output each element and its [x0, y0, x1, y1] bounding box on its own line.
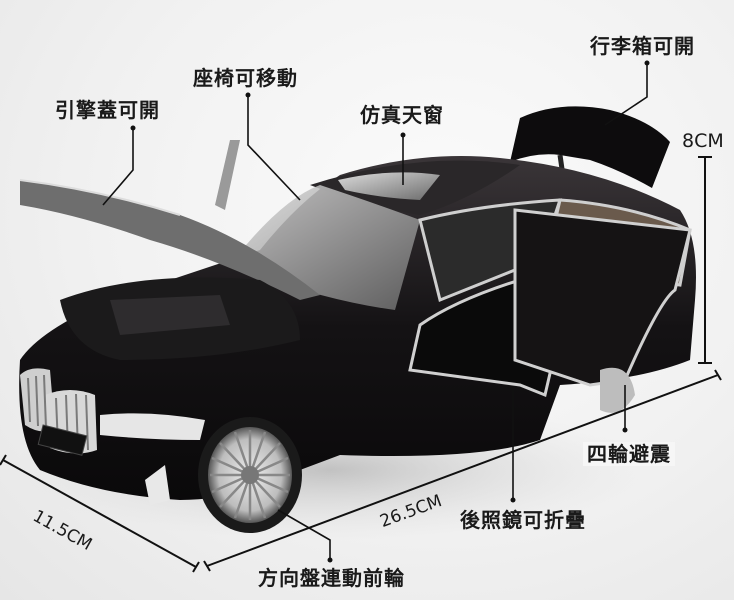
headlight	[100, 413, 205, 440]
sunroof	[338, 172, 440, 200]
dimension-lines	[0, 156, 722, 573]
dimension-height: 8CM	[682, 130, 724, 152]
callout-folding-mirrors: 後照鏡可折疊	[460, 508, 586, 532]
callout-trunk-opens: 行李箱可開	[590, 34, 695, 58]
trunk-lid	[510, 106, 670, 188]
callout-lines	[102, 63, 648, 560]
license-plate	[37, 424, 88, 456]
callout-sunroof: 仿真天窗	[360, 103, 444, 127]
callout-suspension: 四輪避震	[583, 442, 675, 466]
callout-steering-linked: 方向盤連動前輪	[258, 566, 405, 590]
callout-hood-opens: 引擎蓋可開	[55, 98, 160, 122]
open-hood	[20, 180, 320, 300]
callout-seats-movable: 座椅可移動	[193, 66, 298, 90]
